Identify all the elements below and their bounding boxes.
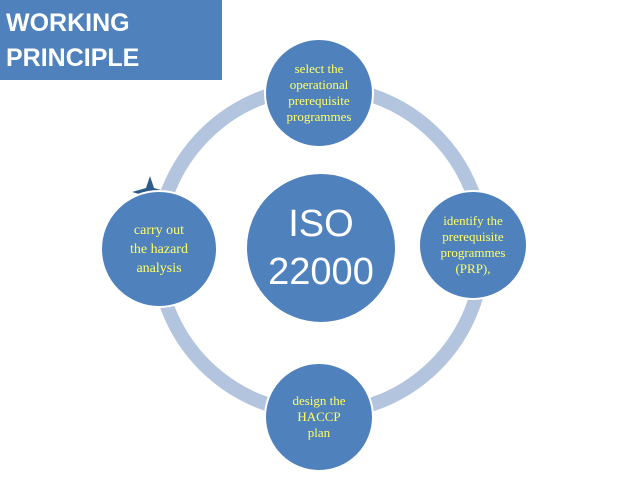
step-label-right: identify the prerequisite programmes (PR… — [440, 213, 506, 276]
title-line-2: PRINCIPLE — [6, 44, 140, 72]
title-line-1: WORKING — [6, 9, 130, 37]
center-node: ISO 22000 — [245, 172, 397, 324]
title-box: WORKING PRINCIPLE — [0, 0, 222, 80]
step-node-top: select the operational prerequisite prog… — [264, 38, 374, 148]
step-node-bottom: design the HACCP plan — [264, 362, 374, 472]
step-node-right: identify the prerequisite programmes (PR… — [418, 190, 528, 300]
center-label: ISO 22000 — [268, 203, 374, 293]
step-label-bottom: design the HACCP plan — [292, 393, 346, 440]
step-node-left: carry out the hazard analysis — [100, 190, 218, 308]
step-label-left: carry out the hazard analysis — [130, 222, 188, 276]
step-label-top: select the operational prerequisite prog… — [286, 61, 352, 124]
